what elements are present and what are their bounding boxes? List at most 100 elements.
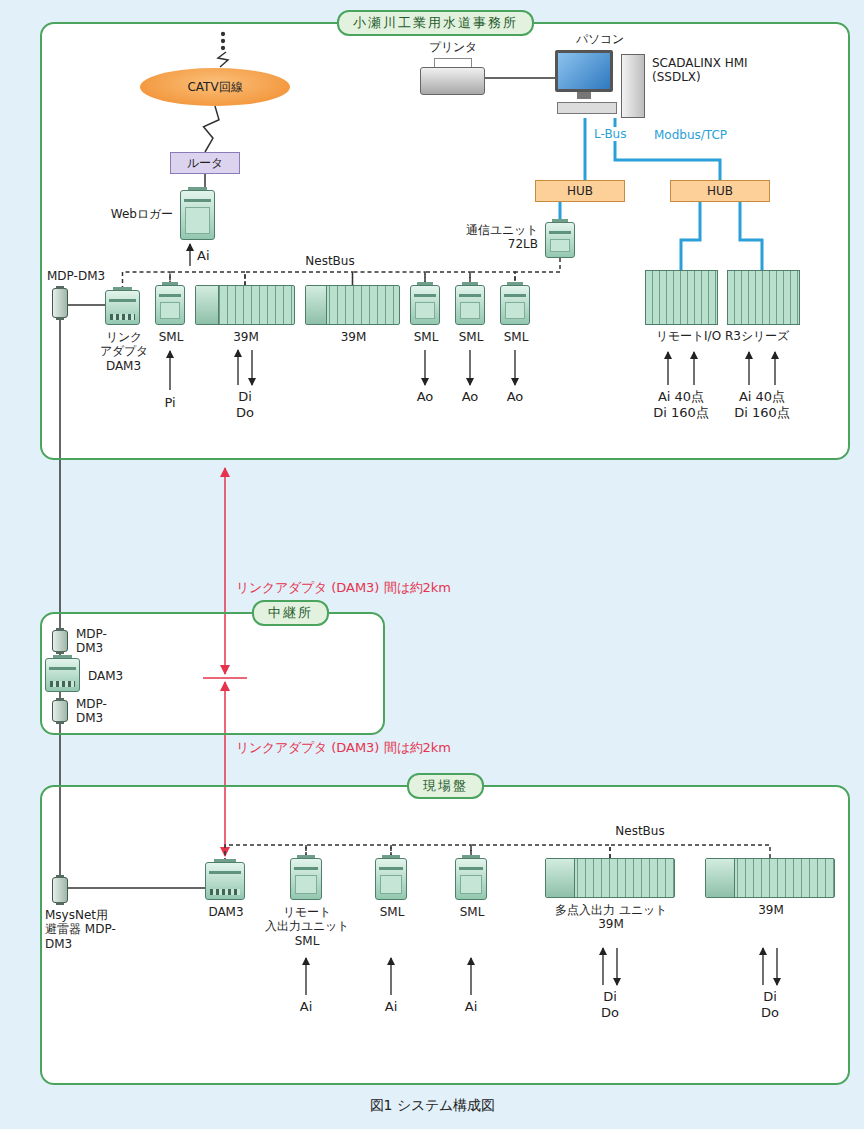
region-title: 中継所 <box>252 600 329 626</box>
unit-tab <box>462 282 479 285</box>
unit-tab <box>462 855 480 858</box>
unit-face <box>295 875 317 894</box>
unit-stripe <box>209 871 241 874</box>
signal-line <box>68 887 205 889</box>
signal-name: Ai <box>465 999 478 1015</box>
unit-stripe <box>109 299 136 302</box>
output-arrow <box>776 948 777 985</box>
device-label: 39M <box>226 330 266 344</box>
signal-line <box>59 722 61 877</box>
remote-io-unit: SML <box>455 858 487 900</box>
output-arrow <box>469 350 470 385</box>
remote-io-unit: SML <box>410 285 440 325</box>
unit-head <box>706 859 735 897</box>
multi-io-unit: 39M <box>195 285 295 325</box>
unit-face <box>460 875 482 894</box>
unit-tab <box>162 282 179 285</box>
input-arrow <box>602 948 603 985</box>
device-label: 多点入出力 ユニット 39M <box>553 903 669 932</box>
link-adapter: DAM3 <box>45 658 80 692</box>
device-label: 通信ユニット 72LB <box>458 223 538 252</box>
connector-cap <box>56 875 64 878</box>
signal-name: Di 160点 <box>653 405 709 421</box>
input-arrow <box>169 351 170 390</box>
input-arrow <box>667 352 668 385</box>
multi-io-unit: 多点入出力 ユニット 39M <box>545 858 675 898</box>
device-label: SML <box>498 330 534 344</box>
remote-io-unit: SML <box>500 285 530 325</box>
remote-io-unit: リモート 入出力ユニット SML <box>290 858 322 900</box>
connector-cap <box>56 721 64 724</box>
printer-icon: プリンタ <box>420 58 485 95</box>
device-label: ルータ <box>187 155 223 172</box>
nestbus-line <box>245 272 353 285</box>
signal-name: Do <box>601 1005 619 1021</box>
tower <box>621 54 645 118</box>
unit-face <box>160 302 180 319</box>
multi-io-unit: 39M <box>705 858 835 898</box>
unit-stripe <box>294 867 318 870</box>
output-arrow <box>616 948 617 985</box>
device-label: リモートI/O R3シリーズ <box>635 329 811 343</box>
signal-name: Ao <box>507 389 524 405</box>
figure-caption: 図1 システム構成図 <box>370 1097 495 1114</box>
unit-tab <box>297 855 315 858</box>
unit-face <box>380 875 402 894</box>
unit-stripe <box>459 867 483 870</box>
input-arrow <box>237 350 238 385</box>
device-label: HUB <box>567 184 593 198</box>
lightning-line <box>218 52 228 67</box>
unit-stripe <box>49 667 76 670</box>
unit-tab <box>417 282 434 285</box>
unit-tab <box>507 282 524 285</box>
unit-stripe <box>159 294 181 297</box>
network-cloud: CATV回線 <box>140 68 290 106</box>
device-label: Webロガー <box>93 207 173 221</box>
input-arrow <box>305 958 306 995</box>
nestbus-line <box>353 272 426 285</box>
region-fill <box>40 785 850 1085</box>
unit-head <box>306 286 327 324</box>
surge-protector: MDP-DM3 <box>52 630 68 652</box>
lightning-symbol <box>218 33 228 67</box>
unit-tab <box>53 655 73 658</box>
field-region: 現場盤MsysNet用 避雷器 MDP-DM3DAM3リモート 入出力ユニット … <box>40 785 850 1085</box>
device-label: MDP-DM3 <box>47 269 107 283</box>
signal-line <box>68 304 105 306</box>
remote-io-rack: リモートI/O R3シリーズ <box>645 270 800 325</box>
unit-face <box>505 302 525 319</box>
unit-face <box>185 207 210 234</box>
terminal-block <box>110 314 135 320</box>
keyboard <box>557 102 617 114</box>
unit-stripe <box>184 199 211 202</box>
input-arrow <box>470 958 471 995</box>
device-label: リンク アダプタ DAM3 <box>96 330 152 373</box>
surge-protector: MDP-DM3 <box>52 700 68 722</box>
router-box: ルータ <box>170 152 240 174</box>
lan-cable <box>740 202 762 270</box>
terminal-block <box>210 889 240 895</box>
unit-stripe <box>459 294 481 297</box>
nestbus-line <box>471 845 610 858</box>
output-arrow <box>251 350 252 385</box>
input-arrow <box>390 958 391 995</box>
signal-line <box>59 318 61 630</box>
distance-tick <box>203 677 247 679</box>
rack <box>727 270 800 325</box>
signal-name: Ao <box>462 389 479 405</box>
unit-stripe <box>379 867 403 870</box>
distance-note: リンクアダプタ (DAM3) 間は約2km <box>236 740 451 756</box>
device-label: SML <box>408 330 444 344</box>
region-title: 小瀬川工業用水道事務所 <box>337 10 534 36</box>
unit-stripe <box>504 294 526 297</box>
signal-name: Ai <box>300 999 313 1015</box>
unit-face <box>415 302 435 319</box>
link-adapter: リンク アダプタ DAM3 <box>105 290 140 325</box>
device-label: SML <box>153 330 189 344</box>
connector-cap <box>56 698 64 701</box>
dot <box>222 40 225 43</box>
signal-name: Di <box>603 989 617 1005</box>
device-label: MDP-DM3 <box>76 697 120 726</box>
unit-face <box>460 302 480 319</box>
